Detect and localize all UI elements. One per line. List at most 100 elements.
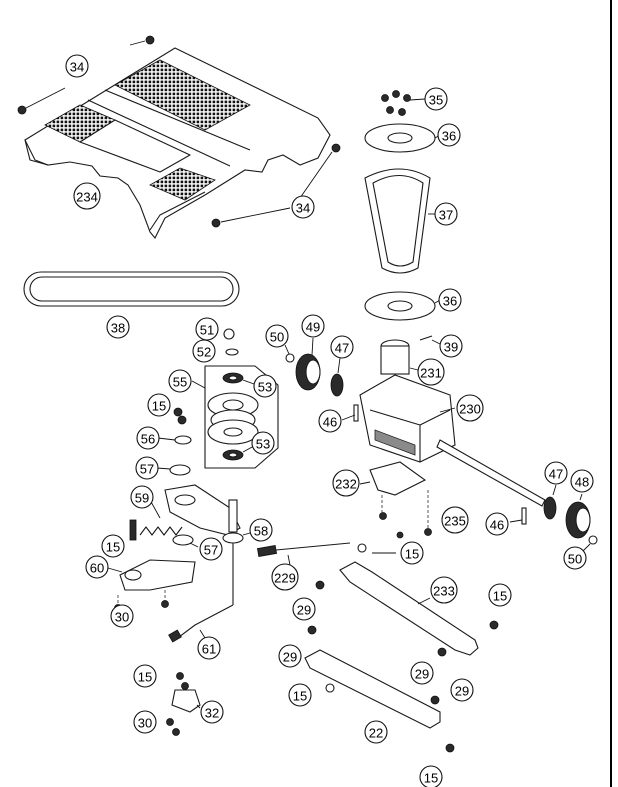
callout-label: 15 xyxy=(293,689,307,704)
callout-label: 36 xyxy=(442,129,456,144)
callout-c15c: 15 xyxy=(133,664,157,688)
callout-c232: 232 xyxy=(332,469,360,497)
lower-flange xyxy=(364,291,441,321)
callout-c49: 49 xyxy=(301,314,325,338)
callout-circle xyxy=(292,597,316,621)
callout-label: 61 xyxy=(202,642,216,657)
callout-label: 52 xyxy=(197,345,211,360)
callout-circle xyxy=(135,456,159,480)
callout-circle xyxy=(417,358,445,386)
washer-52 xyxy=(225,348,239,356)
rod-61 xyxy=(168,604,234,643)
callout-label: 30 xyxy=(115,610,129,625)
rod-229 xyxy=(256,542,351,566)
callout-label: 50 xyxy=(568,552,582,567)
callout-label: 38 xyxy=(111,321,125,336)
pulley-bearing-top xyxy=(222,372,255,385)
upper-flange xyxy=(364,123,441,153)
callout-circle xyxy=(265,324,289,348)
washer-56 xyxy=(157,435,192,445)
callout-c230: 230 xyxy=(456,394,484,422)
callout-circle xyxy=(400,541,424,565)
callout-label: 29 xyxy=(297,603,311,618)
callout-c36b: 36 xyxy=(438,288,462,312)
callout-circle xyxy=(251,431,275,455)
double-pulley xyxy=(207,392,259,445)
callout-circle xyxy=(419,765,443,787)
pulley-bearing-bottom xyxy=(222,445,255,461)
callout-label: 53 xyxy=(258,380,272,395)
callout-c15a: 15 xyxy=(147,393,171,417)
arm-233 xyxy=(307,543,499,657)
callout-c46a: 46 xyxy=(318,409,342,433)
shaft-58 xyxy=(222,499,251,605)
callout-c39: 39 xyxy=(439,334,463,358)
callout-circle xyxy=(488,583,512,607)
v-pulley-sheave xyxy=(364,168,437,274)
transaxle xyxy=(359,339,546,507)
callout-c52: 52 xyxy=(192,339,216,363)
callout-circle xyxy=(450,678,474,702)
callout-circle xyxy=(65,54,89,78)
callout-label: 46 xyxy=(323,415,337,430)
callout-c231: 231 xyxy=(417,358,445,386)
callout-label: 230 xyxy=(459,402,481,417)
callout-label: 53 xyxy=(256,437,270,452)
pulley-box-55 xyxy=(191,365,279,469)
clip-51 xyxy=(223,328,235,340)
bracket-232 xyxy=(359,461,432,539)
callout-circle xyxy=(438,288,462,312)
callout-label: 58 xyxy=(254,524,268,539)
callout-circle xyxy=(130,485,154,509)
clip-50b xyxy=(581,535,598,553)
gear-48 xyxy=(565,493,591,539)
callout-label: 37 xyxy=(439,208,453,223)
callout-label: 51 xyxy=(200,323,214,338)
callout-circle xyxy=(110,604,134,628)
callout-circle xyxy=(197,636,221,660)
callout-c22: 22 xyxy=(364,720,388,744)
hood-bolt-top xyxy=(129,35,155,46)
pin-46b xyxy=(509,507,527,525)
callout-label: 15 xyxy=(493,589,507,604)
callout-circle xyxy=(544,461,568,485)
callout-label: 15 xyxy=(138,670,152,685)
callout-label: 233 xyxy=(433,584,455,599)
callout-label: 15 xyxy=(424,771,438,786)
callout-circle xyxy=(136,426,160,450)
callout-label: 59 xyxy=(135,491,149,506)
callout-c29d: 29 xyxy=(450,678,474,702)
link-32 xyxy=(166,672,201,736)
callout-circle xyxy=(253,374,277,398)
callout-c58: 58 xyxy=(249,518,273,542)
hood-bolt-bottom xyxy=(211,207,291,228)
callout-label: 46 xyxy=(490,518,504,533)
pin-46a xyxy=(341,404,359,422)
callout-circle xyxy=(291,195,315,219)
callout-circle xyxy=(192,339,216,363)
callout-circle xyxy=(410,661,434,685)
bar-22 xyxy=(304,649,455,753)
callout-label: 49 xyxy=(306,320,320,335)
callout-circle xyxy=(200,700,224,724)
hood-bolt-left xyxy=(17,87,66,115)
callout-c57a: 57 xyxy=(135,456,159,480)
callout-c37: 37 xyxy=(434,202,458,226)
callout-label: 15 xyxy=(106,540,120,555)
callout-label: 48 xyxy=(575,475,589,490)
callout-c48: 48 xyxy=(570,469,594,493)
bolt-15b xyxy=(129,519,137,541)
callout-c57b: 57 xyxy=(199,537,223,561)
hood-bolt-right xyxy=(299,143,341,199)
callout-circle xyxy=(133,664,157,688)
callout-circle xyxy=(437,123,461,147)
callout-circle xyxy=(330,335,354,359)
callout-label: 35 xyxy=(429,93,443,108)
callout-c47b: 47 xyxy=(544,461,568,485)
callout-c61: 61 xyxy=(197,636,221,660)
callout-c29c: 29 xyxy=(410,661,434,685)
callout-label: 57 xyxy=(140,462,154,477)
callout-c53a: 53 xyxy=(253,374,277,398)
callout-circle xyxy=(288,683,312,707)
